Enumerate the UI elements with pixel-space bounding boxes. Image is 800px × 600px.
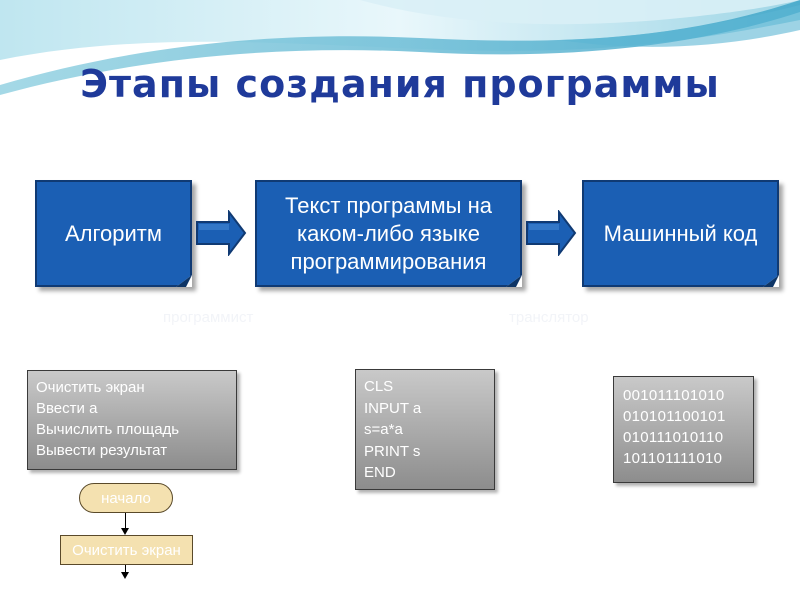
right-arrow-icon (196, 210, 247, 256)
algorithm-line: Очистить экран (36, 379, 145, 396)
algorithm-line: Вывести результат (36, 442, 168, 459)
flowchart-process-step: Очистить экран (60, 535, 193, 565)
code-line: s=a*a (364, 421, 403, 438)
code-example-box: CLS INPUT a s=a*a PRINT s END (355, 369, 495, 490)
stage-machine-code-box: Машинный код (582, 180, 779, 287)
machine-code-line: 101101111010 (623, 450, 723, 467)
stage-source-text-label: Текст программы на каком-либо языке прог… (285, 192, 492, 274)
machine-code-line: 010111010110 (623, 429, 724, 446)
code-line: PRINT s (364, 442, 421, 460)
slide-title: Этапы создания программы (80, 62, 720, 106)
stage-algorithm-label: Алгоритм (64, 220, 162, 246)
programmer-label: программист (163, 309, 254, 326)
algorithm-line: Вычислить площадь (36, 421, 180, 438)
machine-code-line: 001011101010 (623, 387, 725, 404)
right-arrow-icon (526, 210, 577, 256)
arrow-down-icon (121, 528, 129, 535)
flowchart-connector (125, 565, 126, 573)
flowchart-step-label: Очистить экран (72, 541, 181, 559)
page-fold-icon (763, 275, 779, 287)
translator-label: транслятор (509, 309, 589, 326)
flowchart-start-label: начало (101, 489, 151, 507)
stage-algorithm-box: Алгоритм (35, 180, 192, 287)
algorithm-line: Ввести а (36, 400, 98, 417)
algorithm-example-box: Очистить экран Ввести а Вычислить площад… (27, 370, 237, 470)
machine-code-line: 010101100101 (623, 408, 726, 425)
arrow-down-icon (121, 572, 129, 579)
machine-code-example-box: 001011101010 010101100101 010111010110 1… (613, 376, 754, 483)
code-line: CLS (364, 378, 394, 395)
page-fold-icon (176, 275, 192, 287)
page-fold-icon (506, 275, 522, 287)
code-line: END (364, 464, 396, 481)
stage-source-text-box: Текст программы на каком-либо языке прог… (255, 180, 522, 287)
code-line: INPUT a (364, 399, 422, 417)
flowchart-connector (125, 513, 126, 528)
flowchart-start-terminal: начало (79, 483, 173, 513)
stage-machine-code-label: Машинный код (603, 220, 758, 246)
